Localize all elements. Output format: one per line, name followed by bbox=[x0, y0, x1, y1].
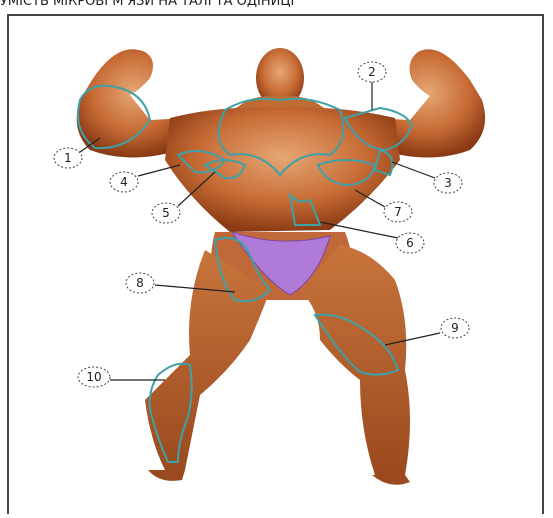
callout-label-1: 1 bbox=[64, 151, 72, 165]
callout-5: 5 bbox=[152, 203, 180, 223]
callout-label-9: 9 bbox=[451, 321, 459, 335]
callout-9: 9 bbox=[441, 318, 469, 338]
callout-8: 8 bbox=[126, 273, 154, 293]
callout-4: 4 bbox=[110, 172, 138, 192]
callout-label-2: 2 bbox=[368, 65, 376, 79]
callout-1: 1 bbox=[54, 148, 82, 168]
callout-2: 2 bbox=[358, 62, 386, 82]
callout-label-6: 6 bbox=[406, 236, 414, 250]
callout-6: 6 bbox=[396, 233, 424, 253]
callout-label-7: 7 bbox=[394, 205, 402, 219]
callout-label-10: 10 bbox=[86, 370, 101, 384]
callout-label-3: 3 bbox=[444, 176, 452, 190]
callout-3: 3 bbox=[434, 173, 462, 193]
callout-7: 7 bbox=[384, 202, 412, 222]
callout-label-5: 5 bbox=[162, 206, 170, 220]
callout-label-8: 8 bbox=[136, 276, 144, 290]
callout-10: 10 bbox=[78, 367, 110, 387]
callout-label-4: 4 bbox=[120, 175, 128, 189]
